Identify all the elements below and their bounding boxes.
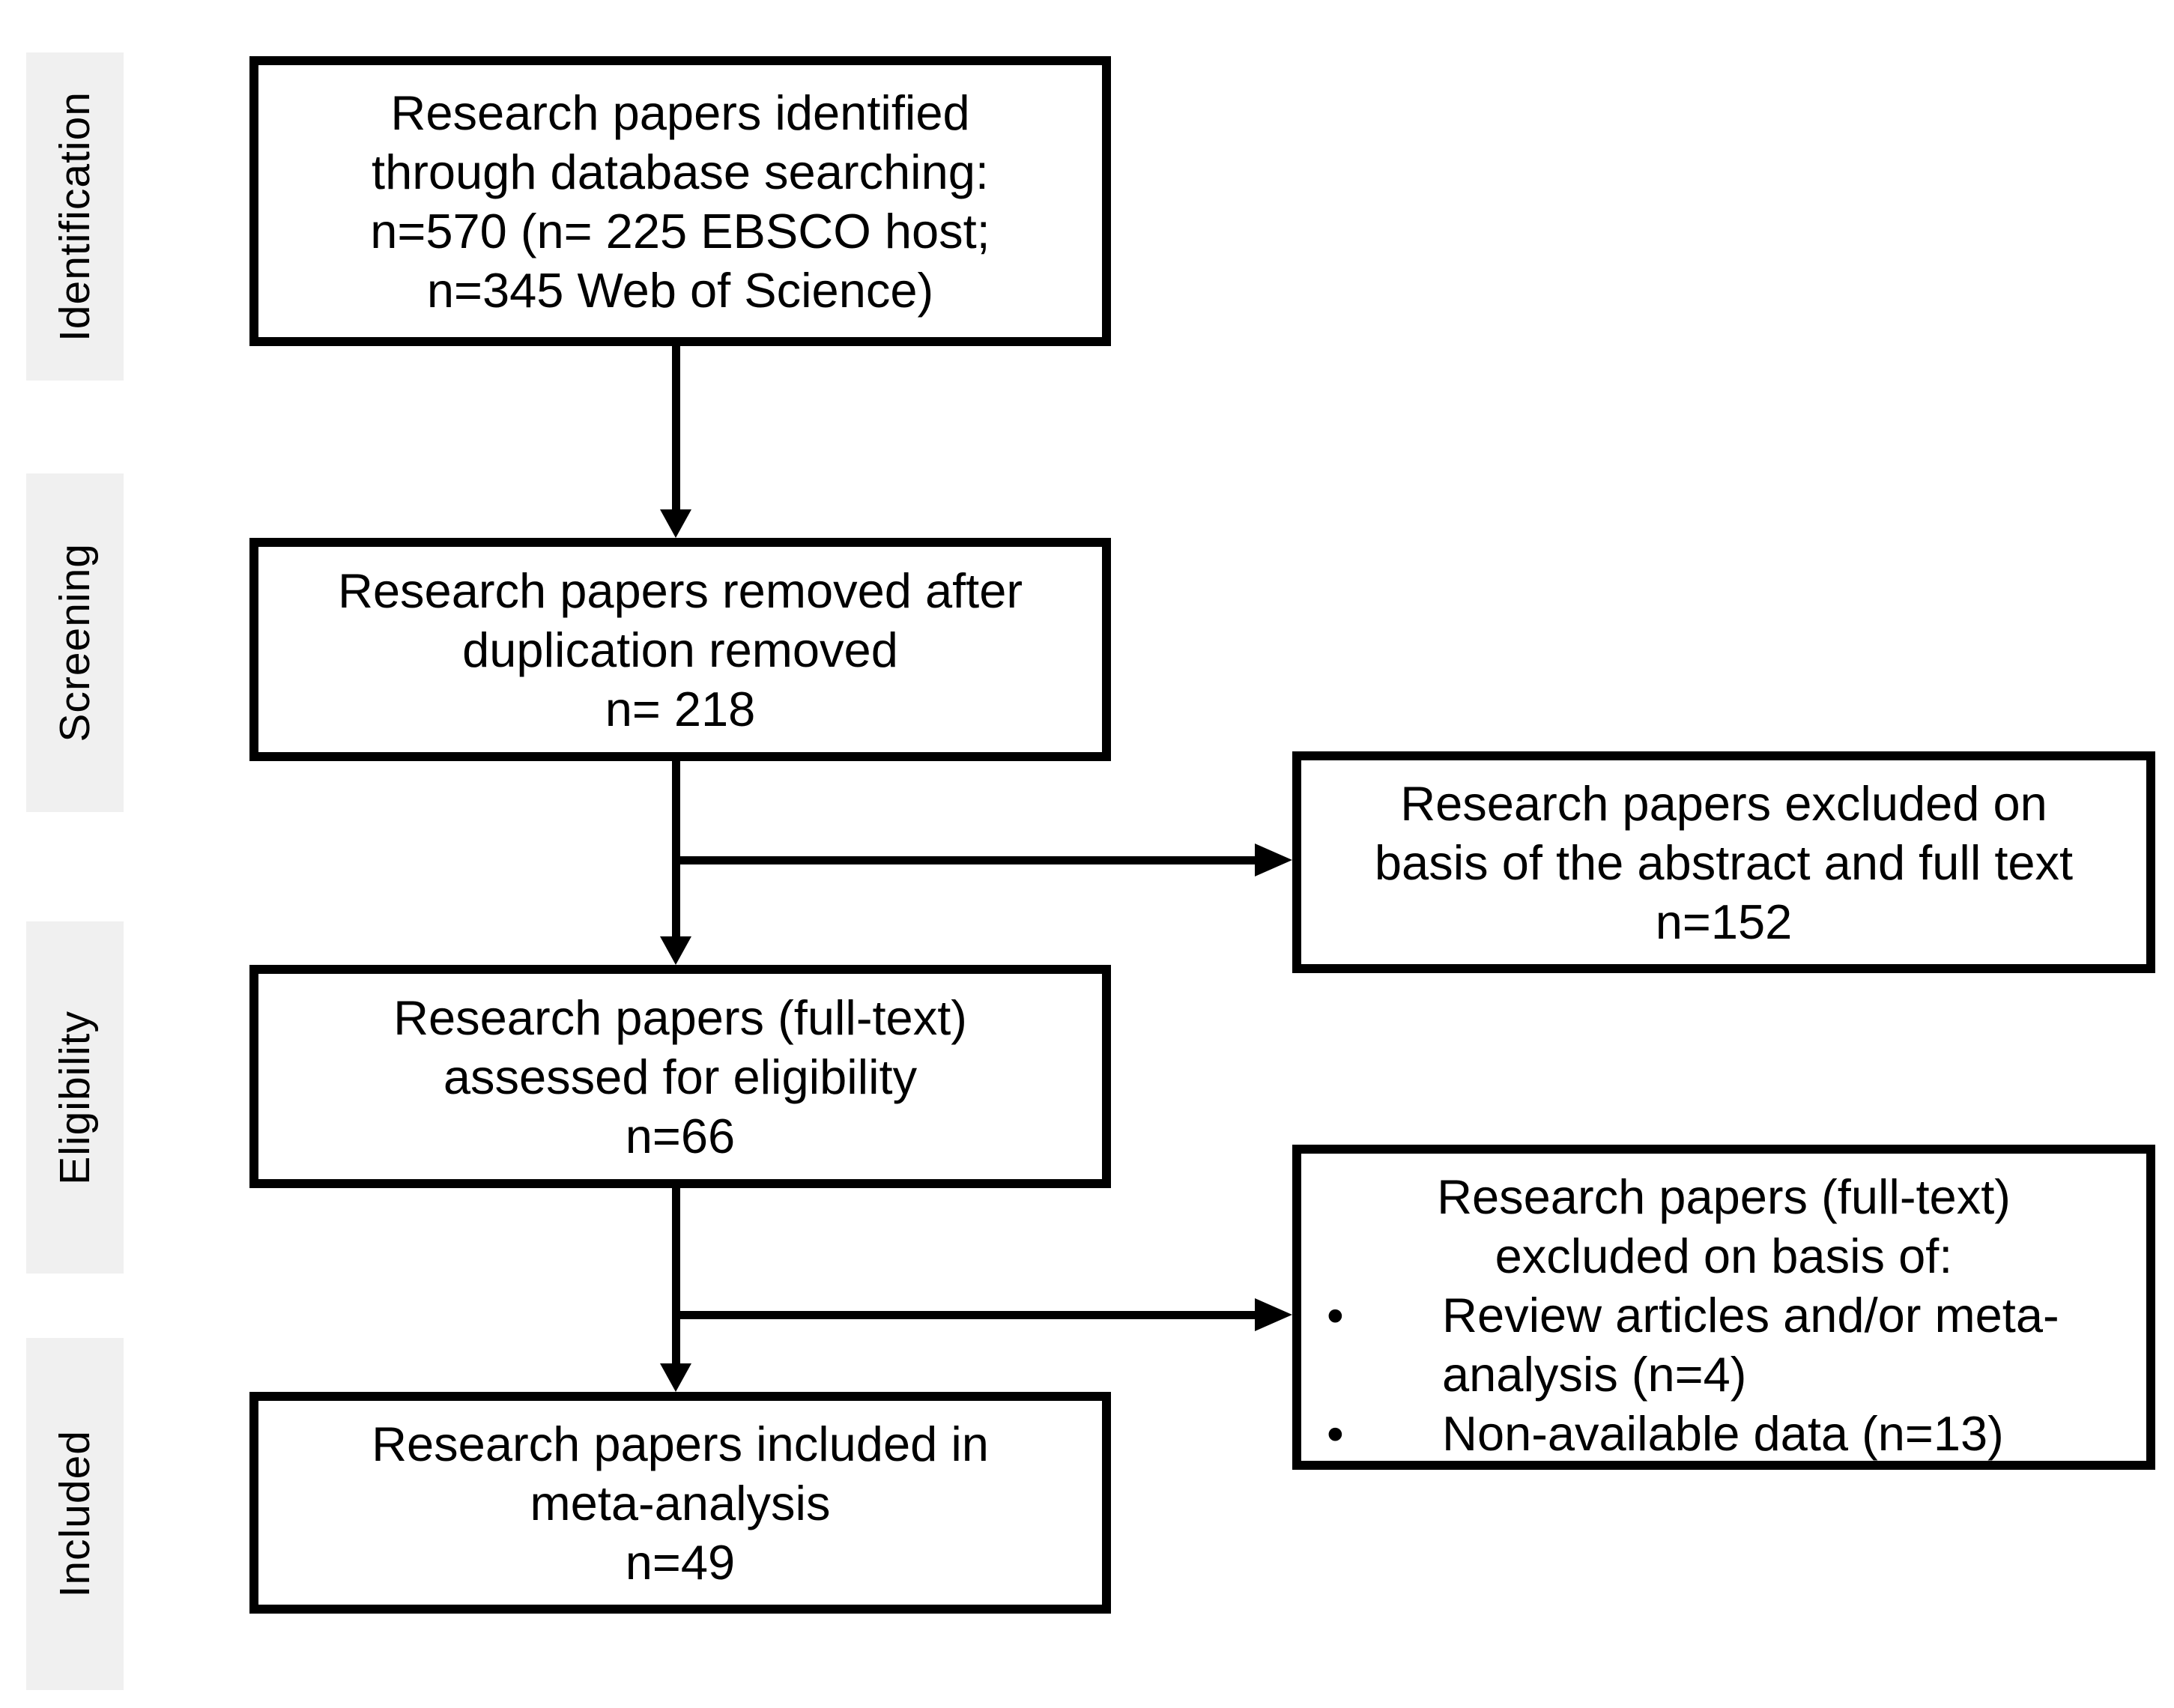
flow-arrow-deduplicated-to-eligibility	[672, 761, 680, 938]
bullet-text-line: Review articles and/or meta-	[1442, 1288, 2059, 1342]
box-text-line: n=66	[625, 1108, 736, 1163]
stage-band-screening: Screening	[26, 473, 124, 812]
flow-box-deduplicated: Research papers removed after duplicatio…	[249, 538, 1111, 761]
arrowhead-down-icon	[660, 936, 691, 965]
box-text-line: Research papers included in	[372, 1416, 989, 1471]
flow-arrow-to-excluded-fulltext	[672, 1311, 1255, 1319]
stage-label-included: Included	[51, 1430, 99, 1598]
flow-box-included: Research papers included in meta-analysi…	[249, 1392, 1111, 1614]
box-text-line: meta-analysis	[530, 1475, 831, 1530]
box-text-line: n=152	[1655, 894, 1793, 949]
box-text-line: Research papers (full-text)	[393, 990, 967, 1045]
box-text-line: assessed for eligibility	[443, 1049, 918, 1104]
box-text-line: n=570 (n= 225 EBSCO host;	[370, 203, 990, 258]
stage-label-identification: Identification	[51, 91, 99, 342]
flow-box-identified: Research papers identified through datab…	[249, 56, 1111, 346]
box-text-line: Research papers (full-text)	[1437, 1169, 2011, 1224]
box-text-line: Research papers identified	[390, 85, 970, 140]
stage-label-screening: Screening	[51, 543, 99, 742]
arrowhead-down-icon	[660, 1363, 691, 1392]
side-box-title: Research papers (full-text) excluded on …	[1301, 1167, 2146, 1285]
bullet-marker-icon: •	[1327, 1406, 1344, 1461]
bullet-item: • Review articles and/or meta- analysis …	[1301, 1285, 2146, 1404]
flow-box-eligibility: Research papers (full-text) assessed for…	[249, 965, 1111, 1188]
stage-label-eligibility: Eligibility	[51, 1010, 99, 1185]
stage-band-included: Included	[26, 1338, 124, 1690]
box-text-line: n=345 Web of Science)	[426, 262, 934, 318]
bullet-marker-icon: •	[1327, 1288, 1344, 1342]
arrowhead-right-icon	[1255, 1298, 1292, 1331]
box-text-line: Research papers removed after	[337, 563, 1023, 618]
flow-arrow-identified-to-deduplicated	[672, 346, 680, 511]
bullet-item: • Non-available data (n=13)	[1301, 1404, 2146, 1463]
flow-arrow-to-excluded-abstract	[672, 856, 1255, 864]
arrowhead-down-icon	[660, 509, 691, 538]
side-box-excluded-abstract: Research papers excluded on basis of the…	[1292, 751, 2155, 973]
stage-band-eligibility: Eligibility	[26, 921, 124, 1274]
flow-arrow-eligibility-to-included	[672, 1188, 680, 1365]
box-text-line: n=49	[625, 1534, 736, 1590]
box-text-line: through database searching:	[372, 144, 989, 199]
box-text-line: duplication removed	[462, 622, 898, 677]
arrowhead-right-icon	[1255, 844, 1292, 876]
bullet-text-line: Non-available data (n=13)	[1442, 1406, 2004, 1461]
box-text-line: excluded on basis of:	[1495, 1229, 1953, 1283]
box-text-line: Research papers excluded on	[1400, 775, 2047, 831]
box-text-line: n= 218	[605, 681, 756, 736]
box-text-line: basis of the abstract and full text	[1374, 835, 2074, 890]
stage-band-identification: Identification	[26, 52, 124, 381]
bullet-text-line: analysis (n=4)	[1442, 1347, 1747, 1402]
side-box-excluded-fulltext: Research papers (full-text) excluded on …	[1292, 1145, 2155, 1470]
